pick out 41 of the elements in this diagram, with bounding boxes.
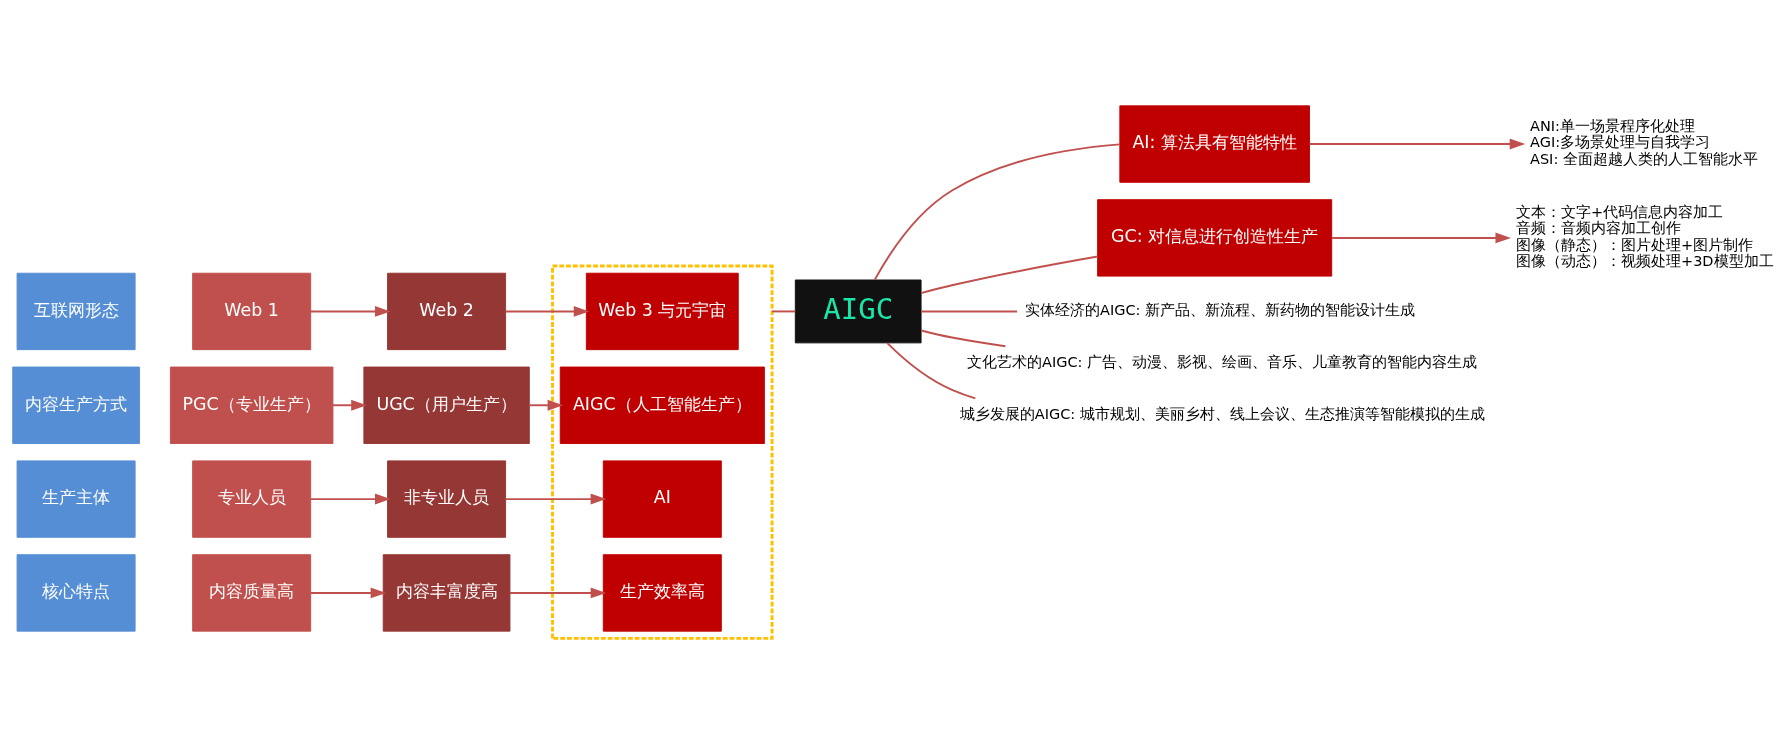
connector (920, 329, 1007, 347)
node-text: 城乡发展的AIGC: 城市规划、美丽乡村、线上会议、生态推演等智能模拟的生成 (959, 405, 1485, 422)
connector (771, 309, 797, 312)
node-box: 内容丰富度高 (382, 553, 511, 632)
node-text: ANI:单一场景程序化处理 AGI:多场景处理与自我学习 ASI: 全面超越人类的人工智能水平 (1530, 117, 1758, 167)
node-box: Web 3 与元宇宙 (585, 272, 739, 350)
node-box: PGC（专业生产） (169, 366, 334, 444)
arrow (504, 305, 590, 317)
arrow (309, 305, 391, 317)
arrow (509, 587, 607, 598)
node-box: 互联网形态 (16, 272, 136, 350)
arrow (1331, 232, 1511, 243)
arrow (309, 587, 387, 598)
arrow (309, 493, 391, 505)
arrow (1308, 138, 1526, 149)
node-box: 生产主体 (16, 459, 136, 538)
node-box: AI (602, 459, 722, 538)
arrow (504, 493, 607, 505)
node-box: AIGC (794, 279, 922, 343)
connector (920, 255, 1099, 294)
node-text: 实体经济的AIGC: 新产品、新流程、新药物的智能设计生成 (1025, 301, 1416, 318)
node-box: Web 2 (387, 272, 507, 350)
node-box: 内容质量高 (192, 553, 312, 632)
arrow (528, 399, 564, 411)
arrow (332, 399, 367, 411)
connector (886, 341, 977, 399)
node-box: 专业人员 (192, 459, 312, 538)
cluster (551, 264, 774, 640)
connector (873, 142, 1121, 281)
node-box: AIGC（人工智能生产） (559, 366, 765, 444)
node-box: UGC（用户生产） (363, 366, 530, 444)
node-box: 非专业人员 (387, 459, 507, 538)
node-box: 生产效率高 (602, 553, 722, 632)
node-box: 核心特点 (16, 553, 136, 632)
node-text: 文化艺术的AIGC: 广告、动漫、影视、绘画、音乐、儿童教育的智能内容生成 (967, 353, 1478, 370)
node-box: GC: 对信息进行创造性生产 (1097, 198, 1333, 277)
node-text: 文本：文字+代码信息内容加工 音频：音频内容加工创作 图像（静态）：图片处理+图片制作 图像（动态）：视频处理+3D模型加工 (1515, 203, 1774, 269)
node-box: 内容生产方式 (12, 366, 140, 444)
node-box: AI: 算法具有智能特性 (1119, 104, 1310, 183)
node-box: Web 1 (192, 272, 312, 350)
connector (920, 309, 1019, 312)
